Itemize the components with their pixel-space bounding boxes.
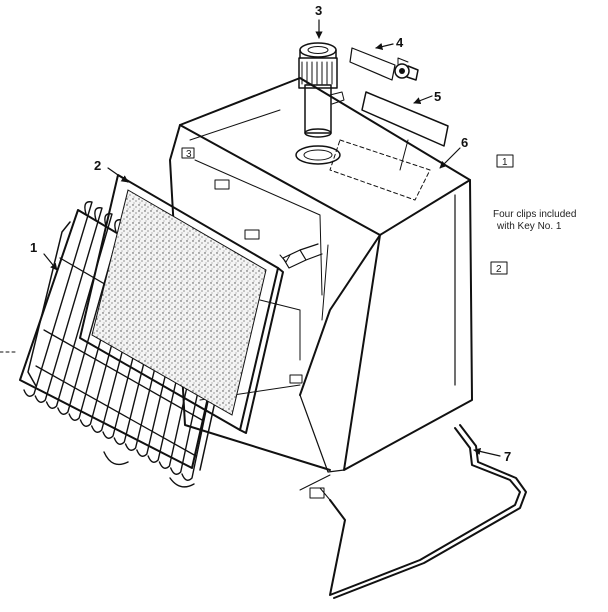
grille-wire bbox=[103, 451, 129, 466]
callout-3: 3 bbox=[315, 3, 322, 18]
clip-mark-1: 1 bbox=[496, 154, 514, 168]
clip-mark-2: 2 bbox=[490, 261, 508, 275]
grille-wire bbox=[34, 207, 103, 403]
grille-wire bbox=[23, 201, 93, 397]
grille-wire bbox=[45, 213, 113, 409]
grille-wire bbox=[169, 477, 195, 488]
note-line-1: Four clips included bbox=[493, 209, 576, 220]
callout-4: 4 bbox=[396, 35, 404, 50]
radiant-panel bbox=[79, 174, 323, 434]
note-line-2: with Key No. 1 bbox=[496, 221, 562, 232]
svg-text:1: 1 bbox=[502, 157, 508, 168]
base-stand bbox=[299, 424, 527, 599]
callout-1: 1 bbox=[30, 240, 37, 255]
callout-leaders bbox=[43, 19, 501, 457]
grille-wire bbox=[57, 219, 123, 415]
callout-7: 7 bbox=[504, 449, 511, 464]
callout-5: 5 bbox=[434, 89, 441, 104]
svg-text:2: 2 bbox=[496, 264, 502, 275]
loose-clips: 1 2 3 bbox=[181, 147, 514, 275]
clip-mark-3: 3 bbox=[181, 147, 195, 160]
knob bbox=[349, 47, 419, 81]
svg-text:3: 3 bbox=[186, 149, 192, 160]
wick-strip bbox=[361, 91, 449, 171]
callout-6: 6 bbox=[461, 135, 468, 150]
callout-2: 2 bbox=[94, 158, 101, 173]
grille-wire bbox=[43, 329, 203, 421]
fuel-cap bbox=[298, 42, 345, 138]
grille-wire bbox=[27, 221, 71, 387]
grille-wire bbox=[35, 365, 197, 457]
